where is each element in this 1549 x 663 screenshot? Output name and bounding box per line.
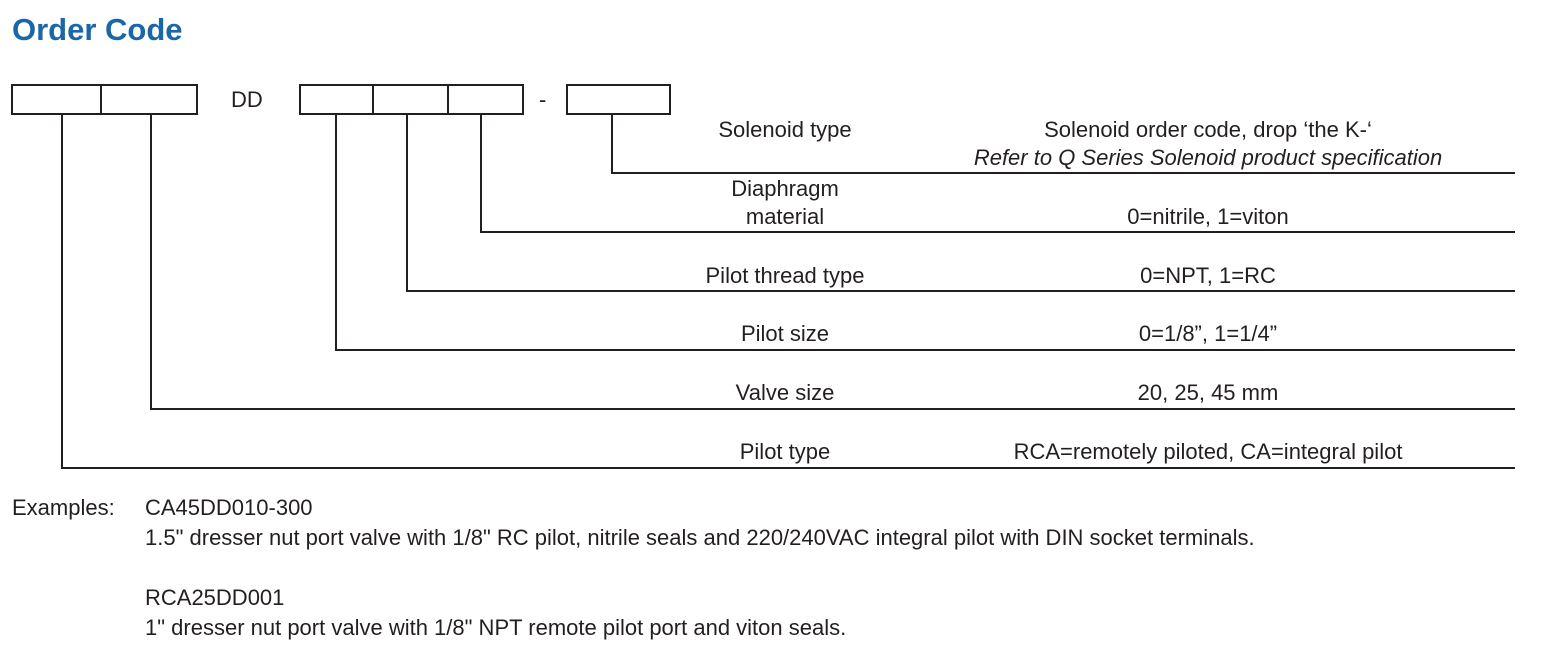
field-label-valve-size: Valve size — [735, 380, 835, 405]
field-desc-pilot-thread-type: 0=NPT, 1=RC — [1140, 263, 1276, 288]
example-code: CA45DD010-300 — [145, 495, 313, 520]
field-label-diaphragm-line2: material — [745, 204, 825, 229]
examples-label: Examples: — [12, 495, 115, 520]
field-label-diaphragm-line1: Diaphragm — [731, 176, 839, 201]
leader-line-pilot-type — [61, 114, 1515, 469]
code-dash: - — [539, 87, 547, 112]
field-desc-pilot-type: RCA=remotely piloted, CA=integral pilot — [1013, 439, 1403, 464]
leader-line-valve-size — [150, 114, 1515, 410]
page-title: Order Code — [12, 12, 183, 47]
example-description: 1.5" dresser nut port valve with 1/8" RC… — [145, 525, 1255, 550]
code-box-pilot-type — [11, 84, 102, 115]
code-box-solenoid — [566, 84, 671, 115]
field-desc-diaphragm-material: 0=nitrile, 1=viton — [1127, 204, 1289, 229]
leader-line-pilot-thread-type — [406, 114, 1515, 292]
example-description: 1" dresser nut port valve with 1/8" NPT … — [145, 615, 847, 640]
example-code: RCA25DD001 — [145, 585, 285, 610]
leader-line-diaphragm-material — [480, 114, 1515, 233]
field-desc-valve-size: 20, 25, 45 mm — [1137, 380, 1279, 405]
code-box-pilot-size — [299, 84, 374, 115]
code-box-diaphragm — [447, 84, 524, 115]
field-label-solenoid-type: Solenoid type — [718, 117, 852, 142]
code-fixed-dd: DD — [231, 87, 263, 112]
field-label-pilot-type: Pilot type — [739, 439, 831, 464]
leader-line-solenoid-type — [611, 114, 1515, 174]
leader-line-pilot-size — [335, 114, 1515, 351]
code-box-valve-size — [100, 84, 198, 115]
field-note-solenoid-type: Refer to Q Series Solenoid product speci… — [973, 145, 1443, 170]
field-label-pilot-thread-type: Pilot thread type — [705, 263, 865, 288]
field-desc-pilot-size: 0=1/8”, 1=1/4” — [1138, 321, 1278, 346]
field-label-pilot-size: Pilot size — [740, 321, 830, 346]
code-box-pilot-thread — [372, 84, 449, 115]
field-desc-solenoid-type: Solenoid order code, drop ‘the K-‘ — [1044, 117, 1372, 142]
